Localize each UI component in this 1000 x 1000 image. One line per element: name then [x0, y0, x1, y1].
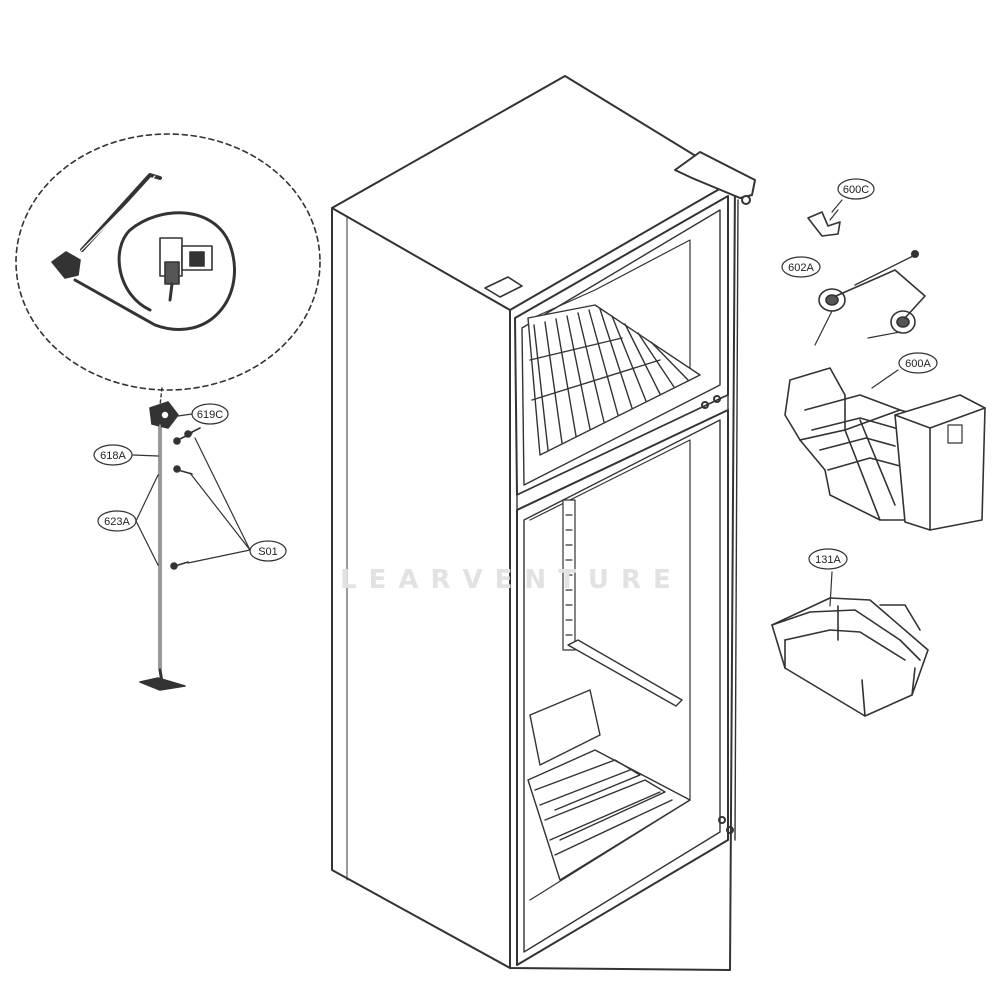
callout-619C: 619C — [197, 409, 223, 421]
callout-618A-oval — [93, 444, 133, 466]
leader-600A — [871, 369, 899, 389]
mullion-screw-2 — [713, 395, 721, 403]
callout-602A: 602A — [788, 262, 814, 274]
cabinet-right-edge — [734, 199, 739, 841]
callout-618A: 618A — [100, 450, 126, 462]
leader-602A-b — [867, 331, 901, 339]
part-131A-ice-bin — [771, 597, 929, 717]
callout-602A-oval — [781, 256, 821, 278]
screws-S01 — [170, 427, 201, 570]
air-duct — [562, 499, 576, 651]
callout-600A-oval — [898, 352, 938, 374]
crisper-cover — [529, 689, 601, 766]
callout-623A: 623A — [104, 516, 130, 528]
bottom-hinge-screw-2 — [726, 826, 734, 834]
callout-S01-oval — [249, 540, 287, 562]
detail-circle — [15, 133, 321, 391]
callout-600C-oval — [837, 178, 875, 200]
part-600A-ice-maker — [784, 367, 986, 531]
callout-623A-oval — [97, 510, 137, 532]
freezer-frame-inner — [521, 209, 721, 486]
screw-head-top-right — [911, 250, 919, 258]
part-600C-bracket — [807, 209, 841, 237]
leader-S01-b — [189, 472, 251, 551]
leader-S01-a — [194, 437, 251, 551]
water-line-assembly — [139, 401, 186, 691]
freezer-wire-shelf — [527, 304, 701, 456]
callout-131A: 131A — [815, 554, 841, 566]
mullion-screw-1 — [701, 401, 709, 409]
leader-623A-b — [135, 520, 159, 566]
callout-600A: 600A — [905, 358, 931, 370]
leader-S01-c — [187, 549, 251, 564]
refrigerator-cabinet — [331, 75, 756, 971]
callout-600C: 600C — [843, 184, 869, 196]
screw-top-right — [854, 254, 916, 286]
leader-131A — [829, 571, 833, 607]
leader-602A-a — [814, 310, 833, 346]
leader-623A — [135, 474, 159, 522]
freezer-back-wall — [527, 239, 691, 371]
control-panel — [484, 276, 523, 298]
fresh-food-frame-inner — [523, 419, 721, 953]
leader-600C — [831, 199, 843, 213]
leader-618A — [132, 454, 159, 457]
hinge-pin — [741, 195, 751, 205]
top-hinge — [674, 151, 756, 199]
callout-131A-oval — [808, 548, 848, 570]
fresh-food-back-wall — [529, 439, 691, 801]
callout-S01: S01 — [258, 546, 278, 558]
detail-water-valve — [51, 173, 236, 331]
detail-leader — [159, 387, 163, 406]
shelf-rail — [567, 639, 683, 707]
leader-619C — [177, 413, 193, 417]
part-602A-grommets — [818, 269, 926, 334]
fresh-food-bottom-shelf — [527, 749, 691, 881]
bottom-hinge-screw — [718, 816, 726, 824]
callout-619C-oval — [191, 403, 229, 425]
watermark-text: LEARVENTURE — [340, 565, 683, 595]
